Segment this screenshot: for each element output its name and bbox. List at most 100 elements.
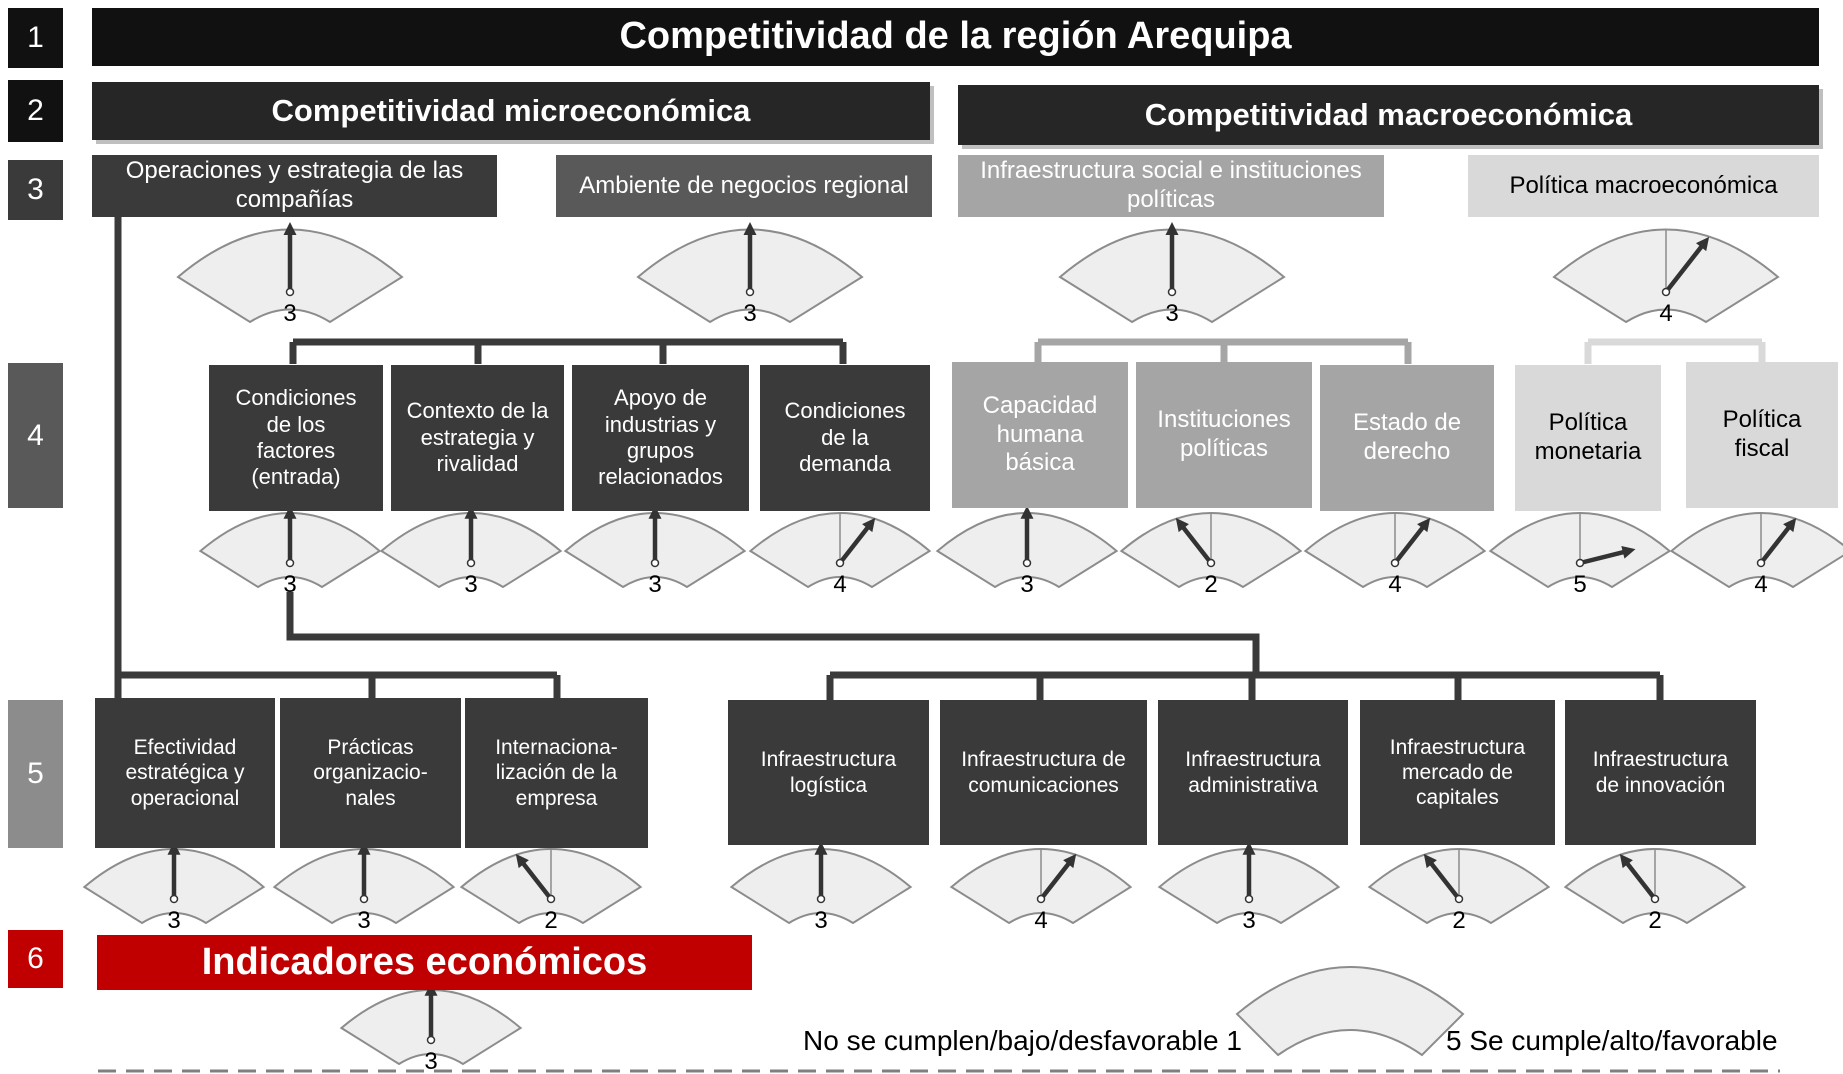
connectors: [114, 216, 1766, 700]
gauge-rating-label: 3: [357, 907, 370, 934]
gauge-pivot: [1756, 558, 1766, 568]
connector-politica-to-level4: [1584, 338, 1766, 364]
gauge-condiciones-demanda: 4: [748, 512, 932, 598]
gauge-ambiente: 3: [636, 222, 864, 327]
gauge-needle-head: [1621, 546, 1636, 559]
gauge-needle-head: [167, 841, 181, 855]
gauge-needle: [1039, 857, 1075, 901]
gauge-pivot: [1244, 894, 1254, 904]
ambiente-box: Ambiente de negocios regional: [556, 155, 932, 217]
legend-low-label: No se cumplen/bajo/desfavorable 1: [803, 1025, 1242, 1056]
gauge-rating-label: 4: [833, 571, 846, 598]
gauge-pivot: [426, 1035, 436, 1045]
gauge-needle-head: [1423, 853, 1437, 869]
connector-factores-to-level5: [286, 592, 1664, 700]
logistica-box: Infraestructura logística: [728, 700, 929, 845]
gauge-rating-label: 5: [1573, 571, 1586, 598]
gauge-instituciones: 2: [1119, 512, 1303, 598]
level-number-5: 5: [8, 700, 63, 848]
legend-fan-icon: [1235, 966, 1465, 1057]
level-number-6: 6: [8, 930, 63, 988]
gauge-needle-head: [1165, 222, 1179, 235]
level-number-4: 4: [8, 363, 63, 508]
gauge-needle-head: [1417, 517, 1431, 533]
connector-ambiente-to-level4: [289, 338, 847, 364]
gauge-pivot: [1390, 558, 1400, 568]
gauge-needle-head: [1063, 853, 1077, 869]
monetaria-box: Política monetaria: [1515, 365, 1661, 511]
gauge-needle-head: [283, 505, 297, 519]
level-number-1: 1: [8, 8, 63, 68]
gauge-needle-head: [283, 222, 297, 235]
level-number-2: 2: [8, 80, 63, 142]
gauge-pivot: [285, 558, 295, 568]
gauge-needle: [838, 521, 874, 565]
gauge-needle: [517, 857, 553, 901]
gauge-pivot: [1575, 558, 1585, 568]
gauge-needle-head: [357, 841, 371, 855]
gauge-needle: [1393, 521, 1429, 565]
gauge-pivot: [650, 558, 660, 568]
gauge-pivot: [835, 558, 845, 568]
gauge-needle-head: [1175, 517, 1189, 533]
gauge-rating-label: 3: [648, 571, 661, 598]
gauge-needle: [1759, 521, 1795, 565]
gauge-needle: [1177, 521, 1213, 565]
gauge-administrativa: 3: [1157, 841, 1341, 934]
practicas-box: Prácticas organizacio-nales: [280, 698, 461, 848]
gauge-rating-label: 4: [1034, 907, 1047, 934]
operaciones-box: Operaciones y estrategia de las compañía…: [92, 155, 497, 217]
gauge-needle-head: [464, 505, 478, 519]
gauge-rating-label: 3: [283, 571, 296, 598]
gauge-infra-social: 3: [1058, 222, 1286, 327]
legend-high-label: 5 Se cumple/alto/favorable: [1446, 1025, 1778, 1056]
gauge-contexto: 3: [379, 505, 563, 598]
gauge-monetaria: 5: [1488, 512, 1672, 598]
gauge-pivot: [1206, 558, 1216, 568]
gauge-comunicaciones: 4: [949, 848, 1133, 934]
gauge-rating-label: 3: [1165, 300, 1178, 327]
capitales-box: Infraestructura mercado de capitales: [1360, 700, 1555, 845]
gauge-pivot: [1650, 894, 1660, 904]
gauge-rating-label: 4: [1388, 571, 1401, 598]
gauge-pivot: [169, 894, 179, 904]
comunicaciones-box: Infraestructura de comunicaciones: [940, 700, 1147, 845]
gauge-rating-label: 2: [1648, 907, 1661, 934]
gauge-pivot: [285, 287, 295, 297]
gauge-politica-macro: 4: [1552, 228, 1780, 327]
gauge-rating-label: 2: [1452, 907, 1465, 934]
gauge-needle-head: [1619, 853, 1633, 869]
connector-infra-social-to-level4: [1034, 338, 1412, 364]
internacionalizacion-box: Internaciona-lización de la empresa: [465, 698, 648, 848]
gauge-pivot: [546, 894, 556, 904]
gauge-pivot: [466, 558, 476, 568]
gauge-indicadores: 3: [339, 982, 523, 1074]
gauge-needle-head: [1695, 236, 1710, 252]
gauge-pivot: [1167, 287, 1177, 297]
gauge-estado: 4: [1303, 512, 1487, 598]
gauge-rating-label: 3: [814, 907, 827, 934]
micro-header: Competitividad microeconómica: [92, 82, 930, 140]
macro-header: Competitividad macroeconómica: [958, 85, 1819, 145]
gauge-innovacion: 2: [1563, 848, 1747, 934]
gauge-operaciones: 3: [176, 222, 404, 327]
gauge-needle-head: [1020, 505, 1034, 519]
gauge-needle-head: [1783, 517, 1797, 533]
gauge-rating-label: 3: [283, 300, 296, 327]
gauge-rating-label: 3: [424, 1048, 437, 1074]
instituciones-box: Instituciones políticas: [1136, 362, 1312, 508]
gauge-rating-label: 3: [743, 300, 756, 327]
gauge-pivot: [1022, 558, 1032, 568]
infra-social-box: Infraestructura social e instituciones p…: [958, 155, 1384, 217]
gauge-rating-label: 4: [1659, 300, 1672, 327]
gauge-needle-head: [743, 222, 757, 235]
gauge-rating-label: 2: [1204, 571, 1217, 598]
politica-macro-box: Política macroeconómica: [1468, 155, 1819, 217]
gauge-rating-label: 4: [1754, 571, 1767, 598]
gauge-efectividad: 3: [82, 841, 266, 934]
gauge-apoyo: 3: [563, 505, 747, 598]
gauge-needle-head: [1242, 841, 1256, 855]
gauge-pivot: [1661, 287, 1671, 297]
